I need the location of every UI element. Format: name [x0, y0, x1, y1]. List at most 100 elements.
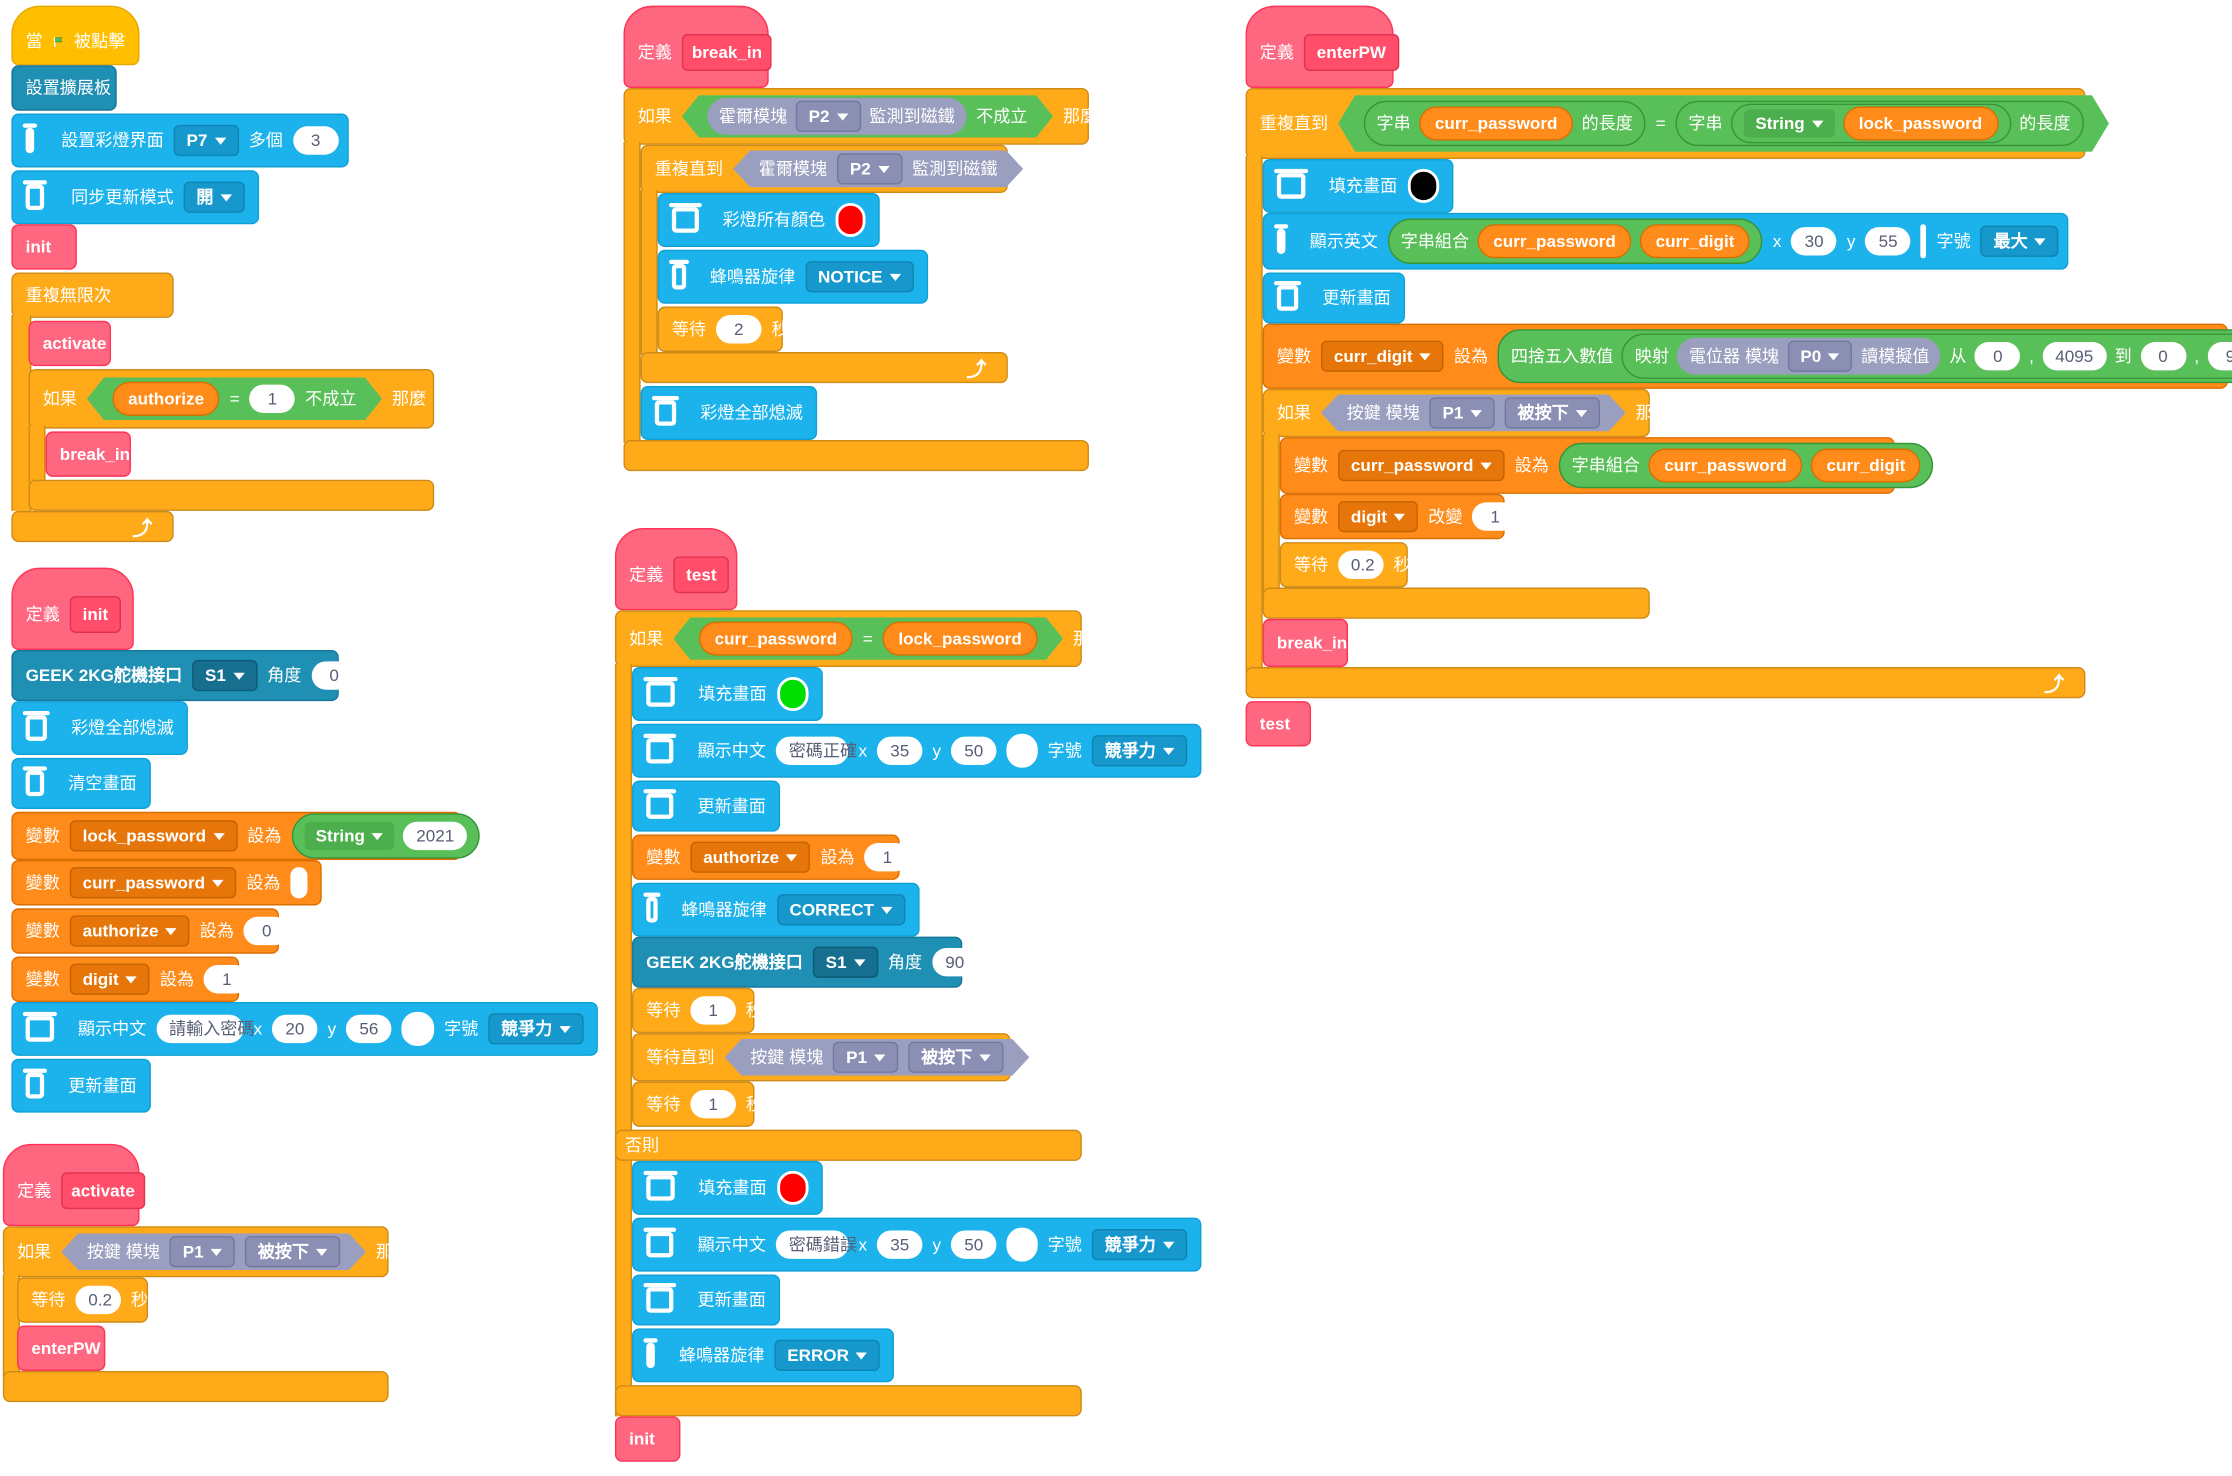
pot-reporter[interactable]: 電位器 模塊 P0 讀模擬值: [1677, 337, 1941, 375]
type-dropdown[interactable]: String: [304, 821, 395, 851]
authorize-value[interactable]: 0: [243, 916, 290, 946]
led-off-block[interactable]: 彩燈全部熄滅: [640, 386, 818, 440]
call-activate-block[interactable]: activate: [28, 320, 112, 367]
melody-dropdown[interactable]: NOTICE: [805, 261, 914, 293]
port-dropdown[interactable]: P7: [173, 124, 239, 157]
password-value[interactable]: 2021: [403, 821, 468, 851]
forever-block[interactable]: 重複無限次: [11, 272, 174, 318]
button-condition[interactable]: 按鍵 模塊 P1 被按下: [61, 1233, 366, 1270]
melody-dropdown[interactable]: CORRECT: [776, 894, 906, 926]
button-condition[interactable]: 按鍵 模塊 P1 被按下: [725, 1039, 1030, 1076]
fill-screen-block[interactable]: 填充畫面: [632, 1160, 823, 1215]
join-reporter[interactable]: 字串組合 curr_password curr_digit: [1558, 442, 1934, 489]
from-min-input[interactable]: 0: [1975, 342, 2021, 371]
curr-digit-var[interactable]: curr_digit: [1810, 448, 1921, 483]
join-reporter[interactable]: 字串組合 curr_password curr_digit: [1387, 218, 1763, 264]
define-enterpw-hat[interactable]: 定義 enterPW: [1245, 5, 1399, 88]
var-dropdown[interactable]: digit: [69, 963, 150, 995]
buzzer-block[interactable]: 蜂鳴器旋律 NOTICE: [657, 249, 929, 304]
servo-port-dropdown[interactable]: S1: [192, 659, 258, 692]
to-max-input[interactable]: 9: [2207, 342, 2232, 371]
curr-password-var[interactable]: curr_password: [1419, 106, 1573, 140]
round-reporter[interactable]: 四捨五入數值 映射 電位器 模塊 P0 讀模擬值 从 0 , 4095 到 0 …: [1498, 329, 2232, 384]
text-input[interactable]: 密碼錯誤: [775, 1230, 857, 1259]
clear-screen-block[interactable]: 清空畫面: [11, 757, 151, 809]
repeat-until-block[interactable]: 重複直到 霍爾模塊 P2 監測到磁鐵: [640, 144, 1008, 194]
led-all-color-block[interactable]: 彩燈所有顏色: [657, 193, 880, 247]
repeat-until-block[interactable]: 重複直到 字串 curr_password 的長度 = 字串 String lo…: [1245, 87, 2086, 159]
show-cn-block[interactable]: 顯示中文 請輸入密碼 x 20 y 56 字號 競爭力: [11, 1001, 598, 1056]
wait-block[interactable]: 等待 1 秒: [632, 987, 763, 1034]
color-swatch[interactable]: [401, 1011, 435, 1046]
x-input[interactable]: 20: [272, 1014, 318, 1044]
font-dropdown[interactable]: 最大: [1980, 225, 2060, 257]
show-en-block[interactable]: 顯示英文 字串組合 curr_password curr_digit x 30 …: [1262, 212, 2069, 270]
x-input[interactable]: 35: [877, 1230, 923, 1259]
string-cast[interactable]: String lock_password: [1731, 104, 2011, 144]
wait-block[interactable]: 等待 0.2 秒: [1279, 542, 1411, 588]
var-dropdown[interactable]: curr_password: [69, 867, 237, 899]
length-of-lock[interactable]: 字串 String lock_password 的長度: [1676, 101, 2084, 146]
var-dropdown[interactable]: curr_password: [1338, 449, 1505, 482]
wait-input[interactable]: 2: [716, 315, 762, 344]
pot-port-dropdown[interactable]: P0: [1787, 340, 1853, 372]
var-dropdown[interactable]: curr_digit: [1321, 340, 1444, 372]
var-dropdown[interactable]: authorize: [690, 841, 811, 873]
x-input[interactable]: 30: [1791, 227, 1837, 256]
set-lock-password-block[interactable]: 變數 lock_password 設為 String 2021: [11, 811, 480, 861]
wait-input[interactable]: 0.2: [75, 1285, 122, 1315]
button-state-dropdown[interactable]: 被按下: [1505, 397, 1600, 428]
setup-board-block[interactable]: 設置擴展板: [11, 65, 117, 111]
y-input[interactable]: 56: [346, 1014, 392, 1044]
button-port-dropdown[interactable]: P1: [1430, 397, 1495, 428]
led-count-input[interactable]: 3: [292, 126, 339, 155]
call-break-in-block[interactable]: break_in: [1262, 618, 1349, 668]
call-init-block[interactable]: init: [614, 1416, 681, 1462]
font-dropdown[interactable]: 競爭力: [488, 1013, 584, 1045]
not-condition[interactable]: 霍爾模塊 P2 監測到磁鐵 不成立: [682, 95, 1053, 138]
color-swatch[interactable]: [776, 1170, 809, 1205]
color-swatch[interactable]: [835, 202, 866, 238]
type-dropdown[interactable]: String: [1744, 109, 1835, 137]
color-swatch[interactable]: [1920, 224, 1927, 259]
var-dropdown[interactable]: digit: [1338, 500, 1419, 533]
string-cast[interactable]: String 2021: [291, 813, 480, 859]
not-condition[interactable]: authorize = 1 不成立: [87, 378, 382, 421]
wait-input[interactable]: 1: [690, 1089, 736, 1119]
servo-block[interactable]: GEEK 2KG舵機接口 S1 角度 90: [632, 936, 978, 988]
font-dropdown[interactable]: 競爭力: [1091, 735, 1188, 767]
y-input[interactable]: 50: [951, 736, 997, 765]
if-button-block[interactable]: 如果 按鍵 模塊 P1 被按下 那麼: [2, 1226, 410, 1278]
change-digit-block[interactable]: 變數 digit 改變 1: [1279, 493, 1518, 540]
hall-port-dropdown[interactable]: P2: [837, 153, 902, 184]
map-reporter[interactable]: 映射 電位器 模塊 P0 讀模擬值 从 0 , 4095 到 0 , 9: [1621, 333, 2232, 379]
servo-port-dropdown[interactable]: S1: [812, 946, 878, 978]
curr-digit-var[interactable]: curr_digit: [1639, 224, 1751, 259]
text-input[interactable]: 密碼正確: [775, 736, 857, 765]
angle-input[interactable]: 90: [932, 948, 978, 977]
y-input[interactable]: 55: [1865, 227, 1911, 256]
melody-dropdown[interactable]: ERROR: [774, 1339, 881, 1371]
set-led-block[interactable]: 設置彩燈界面 P7 多個 3: [11, 113, 349, 168]
led-off-block[interactable]: 彩燈全部熄滅: [11, 701, 188, 756]
buzzer-block[interactable]: 蜂鳴器旋律 ERROR: [632, 1328, 894, 1383]
define-init-hat[interactable]: 定義 init: [11, 567, 134, 650]
wait-block[interactable]: 等待 1 秒: [632, 1081, 763, 1127]
angle-input[interactable]: 0: [311, 661, 357, 690]
authorize-var[interactable]: authorize: [112, 382, 219, 416]
hall-port-dropdown[interactable]: P2: [796, 101, 861, 132]
set-authorize-block[interactable]: 變數 authorize 設為 0: [11, 908, 290, 954]
call-enterpw-block[interactable]: enterPW: [17, 1325, 106, 1371]
fill-screen-block[interactable]: 填充畫面: [1262, 158, 1454, 213]
update-screen-block[interactable]: 更新畫面: [632, 1274, 781, 1326]
authorize-value[interactable]: 1: [864, 843, 911, 872]
button-condition[interactable]: 按鍵 模塊 P1 被按下: [1321, 395, 1626, 432]
when-flag-clicked-block[interactable]: 當 被點擊: [11, 5, 140, 66]
equals-condition[interactable]: 字串 curr_password 的長度 = 字串 String lock_pa…: [1338, 95, 2109, 152]
servo-block[interactable]: GEEK 2KG舵機接口 S1 角度 0: [11, 649, 357, 702]
color-swatch[interactable]: [776, 676, 809, 712]
equals-condition[interactable]: curr_password = lock_password: [673, 617, 1063, 660]
y-input[interactable]: 50: [951, 1230, 997, 1259]
if-password-block[interactable]: 如果 curr_password = lock_password 那麼: [614, 610, 1107, 668]
